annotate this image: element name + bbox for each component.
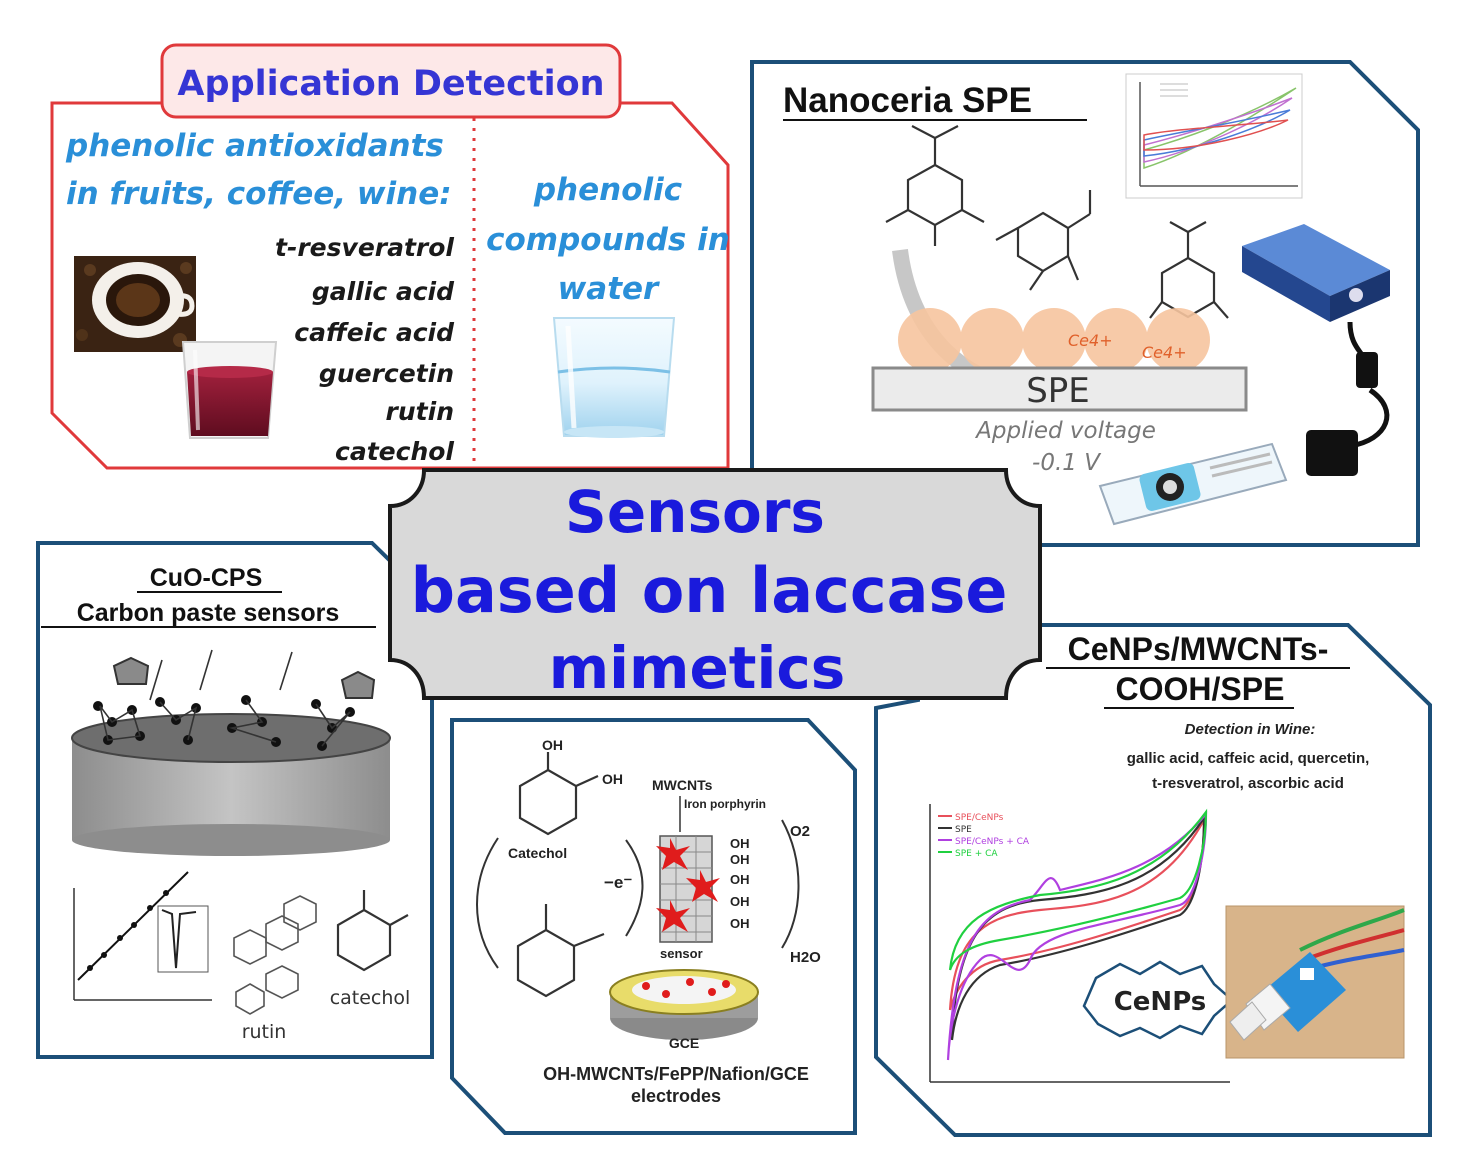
mwcnt-mid-cycle-arrow: [625, 839, 644, 937]
mwcnt-sensor-label: sensor: [660, 946, 703, 961]
central-banner-shape: [388, 468, 1042, 700]
water-glass-image: [552, 317, 676, 438]
mwcnt-oh-group-2: OH: [730, 872, 750, 887]
screen-printed-electrode-strip: [1098, 442, 1288, 526]
cenps-mwcnts-panel: CeNPs/MWCNTs- COOH/SPE Detection in Wine…: [874, 623, 1432, 1137]
central-title-line-3: mimetics: [549, 634, 846, 702]
cenps-voltammogram: [929, 804, 1230, 1083]
cuo-title-line-2: Carbon paste sensors: [77, 599, 340, 627]
gallic-acid-structure: [885, 125, 985, 246]
coffee-cup-image: [74, 256, 196, 352]
fruit-heading-line-2: in fruits, coffee, wine:: [66, 176, 452, 212]
cenps-legend-3: SPE/CeNPs + CA: [955, 837, 1030, 847]
compound-guercetin: guercetin: [319, 359, 454, 388]
mwcnt-nanotube: [656, 835, 720, 943]
cuo-calibration-plot: [73, 871, 212, 1001]
cenps-legend-4: SPE + CA: [955, 849, 998, 859]
mwcnt-gce-label: GCE: [669, 1035, 699, 1051]
ce-label-2: Ce4+: [1142, 343, 1187, 362]
catechol-structure: [336, 890, 409, 972]
compound-caffeic-acid: caffeic acid: [294, 318, 455, 347]
mwcnt-caption-line-2: electrodes: [631, 1086, 721, 1106]
mwcnt-left-cycle-arrow: [476, 837, 499, 969]
rutin-label: rutin: [242, 1021, 287, 1043]
compound-gallic-acid: gallic acid: [312, 277, 455, 306]
application-title-box: [160, 43, 622, 119]
cenps-legend-2: SPE: [955, 825, 972, 835]
mwcnt-catechol-label: Catechol: [508, 845, 567, 861]
compound-catechol: catechol: [335, 437, 454, 466]
spe-label: SPE: [1026, 371, 1090, 411]
nanoceria-particles: [898, 308, 1210, 372]
water-heading-line-2: compounds in: [486, 222, 730, 258]
mwcnt-caption-line-1: OH-MWCNTs/FePP/Nafion/GCE: [543, 1064, 809, 1084]
cenps-detection-line-3: t-resveratrol, ascorbic acid: [1152, 775, 1344, 792]
application-title: Application Detection: [177, 64, 604, 104]
cenps-badge-label: CeNPs: [1114, 987, 1207, 1017]
mwcnt-oh-group-1: OH: [730, 852, 750, 867]
central-title-line-1: Sensors: [565, 478, 825, 546]
cuo-cps-panel: CuO-CPS Carbon paste sensors: [36, 541, 434, 1059]
cuo-title-line-1: CuO-CPS: [150, 564, 263, 592]
mwcnt-oh-group-5: OH: [730, 836, 750, 851]
cenps-title-line-1: CeNPs/MWCNTs-: [1068, 631, 1329, 667]
voltage-value-label: -0.1 V: [1032, 450, 1102, 476]
catechol-label: catechol: [330, 987, 411, 1009]
oh-mwcnts-panel: OH OH Catechol −e⁻ O2 H2O MWCNTs Iron po…: [450, 718, 857, 1135]
spe-electrode-bar: [871, 366, 1248, 412]
cenps-sensor-photo: [1225, 905, 1405, 1059]
nanoceria-title: Nanoceria SPE: [783, 81, 1032, 120]
mwcnt-quinone-structure: [516, 904, 605, 998]
mwcnt-mwcnts-label: MWCNTs: [652, 777, 713, 793]
mwcnt-oh-side: OH: [602, 771, 623, 787]
mwcnt-panel-border: [450, 718, 857, 1135]
mwcnt-h2o-label: H2O: [790, 949, 821, 966]
water-heading-line-3: water: [558, 271, 660, 307]
water-heading-line-1: phenolic: [533, 172, 683, 208]
carbon-paste-electrode-cylinder: [71, 713, 391, 856]
phenolic-structure-middle: [995, 190, 1092, 291]
cenps-legend: SPE/CeNPs SPE SPE/CeNPs + CA SPE + CA: [938, 813, 1030, 859]
fruit-heading-line-1: phenolic antioxidants: [65, 128, 444, 164]
red-wine-glass-image: [181, 341, 278, 439]
mwcnt-oh-top: OH: [542, 737, 563, 753]
cenps-detection-line-1: Detection in Wine:: [1185, 721, 1316, 738]
mwcnt-porphyrin-label: Iron porphyrin: [684, 797, 766, 811]
nanoceria-cv-thumbnail: [1125, 73, 1303, 199]
ce-label-1: Ce4+: [1068, 331, 1113, 350]
cenps-legend-1: SPE/CeNPs: [955, 813, 1004, 823]
mwcnt-catechol-structure: [518, 752, 599, 836]
cenps-detection-line-2: gallic acid, caffeic acid, quercetin,: [1127, 750, 1370, 767]
application-detection-panel: Application Detection phenolic antioxida…: [50, 43, 730, 470]
central-banner: Sensors based on laccase mimetics: [388, 468, 1042, 702]
portable-potentiostat: [1242, 224, 1390, 476]
cenps-badge-burst: [1082, 960, 1234, 1040]
central-title-line-2: based on laccase: [411, 554, 1008, 627]
mwcnt-o2-label: O2: [790, 823, 810, 840]
surface-molecules: [93, 649, 376, 751]
rutin-structure: [233, 895, 317, 1015]
mwcnt-oh-group-4: OH: [730, 916, 750, 931]
mwcnt-electron-label: −e⁻: [604, 873, 632, 892]
glassy-carbon-electrode: [609, 969, 759, 1040]
mwcnt-right-cycle-arrow: [781, 819, 800, 949]
compound-rutin: rutin: [386, 397, 454, 426]
applied-voltage-label: Applied voltage: [974, 418, 1156, 444]
cenps-title-line-2: COOH/SPE: [1116, 671, 1285, 707]
nanoceria-spe-panel: Nanoceria SPE: [750, 60, 1420, 547]
mwcnt-oh-group-3: OH: [730, 894, 750, 909]
compound-t-resveratrol: t-resveratrol: [275, 233, 454, 262]
